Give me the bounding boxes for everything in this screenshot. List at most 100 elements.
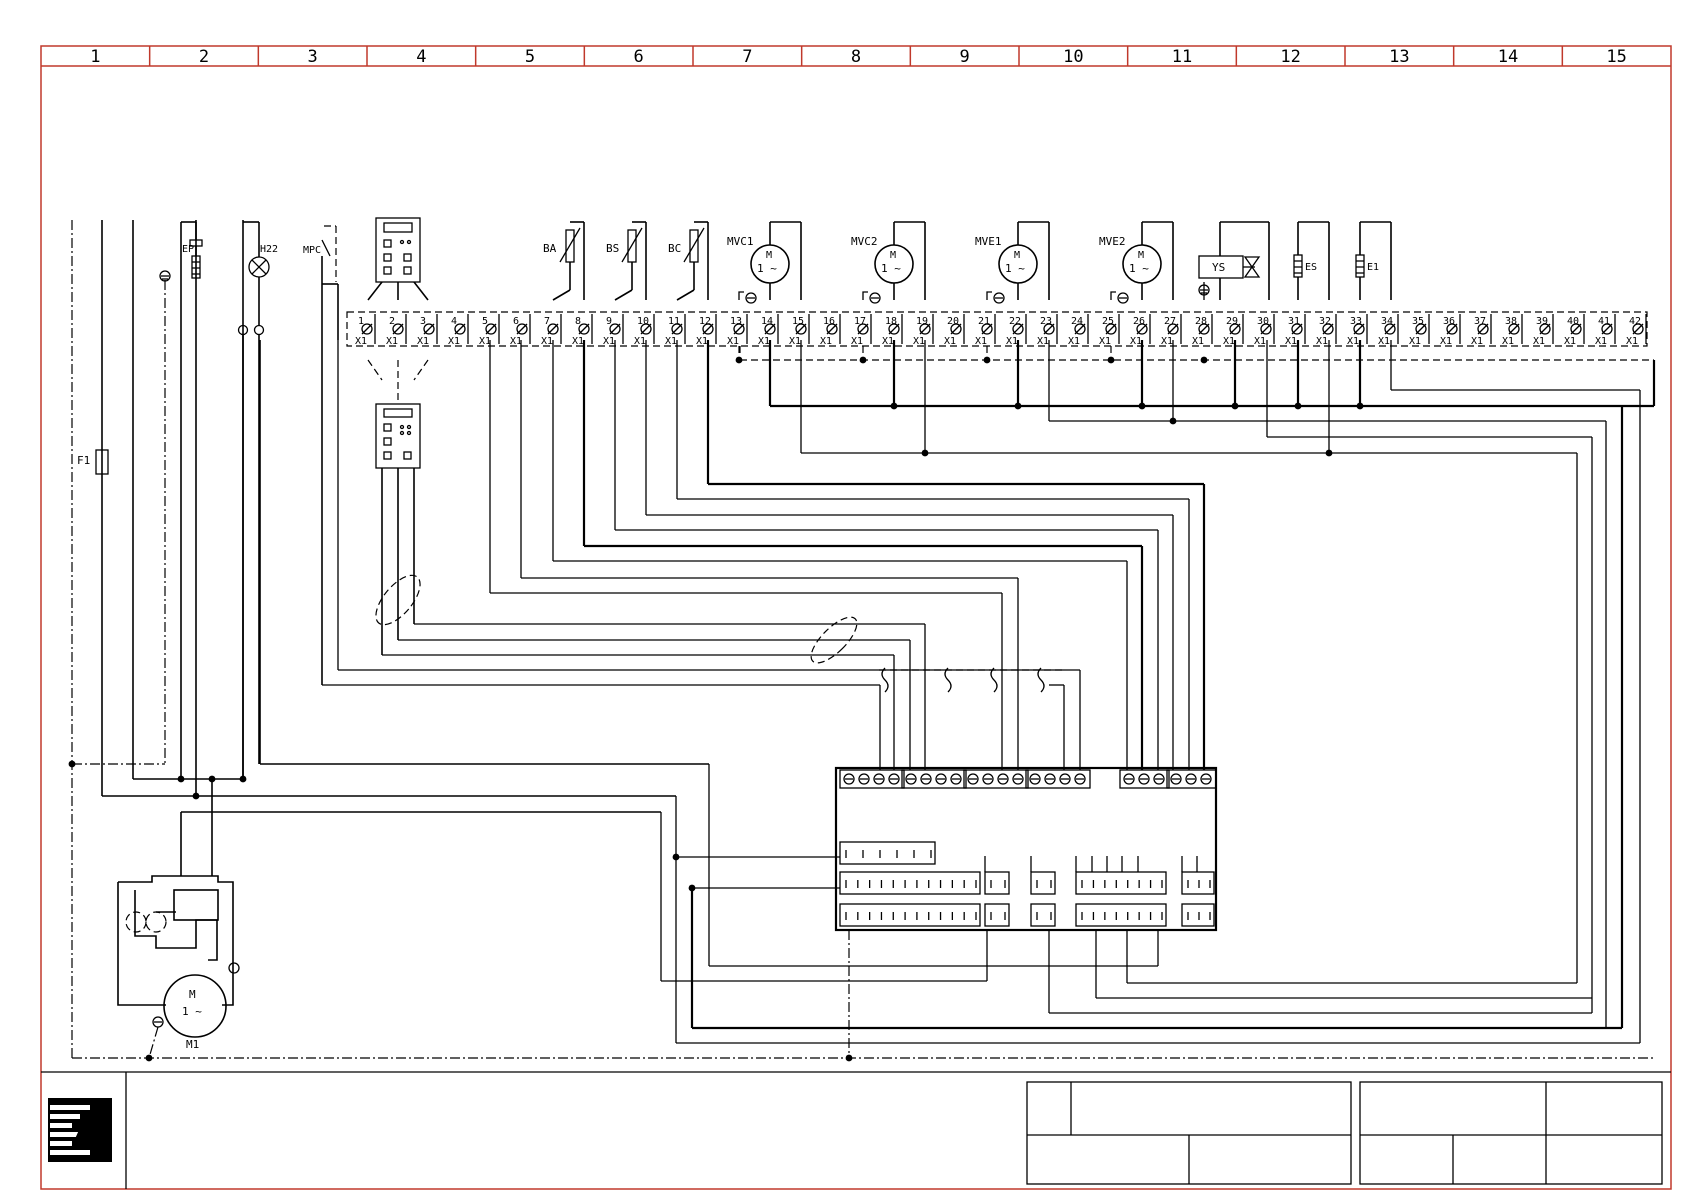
terminal-strip-label: X1 [727,336,739,347]
terminal-number: 26 [1133,316,1145,327]
terminal-number: 42 [1629,316,1641,327]
controller-keypad-bottom [367,359,429,655]
board-connector [984,903,1010,927]
terminal-screw-slot [764,323,776,335]
earth-ground-icon [1117,292,1129,304]
terminal-screw-slot [361,323,373,335]
board-screw-icon [858,773,870,785]
motor-symbol: M [890,250,896,261]
compressor-m1: M 1 ~ M1 [117,875,240,1059]
terminal-number: 27 [1164,316,1176,327]
probe-ba: BA [543,221,585,301]
probe-bs: BS [606,221,647,301]
terminal-screw-slot [578,323,590,335]
terminal-strip-label: X1 [634,336,646,347]
terminal-strip-label: X1 [1378,336,1390,347]
terminal-screw-slot [547,323,559,335]
terminal-screw-slot [454,323,466,335]
terminal-strip-label: X1 [758,336,770,347]
terminal-screw-slot [857,323,869,335]
lamp-h22: H22 [237,221,278,779]
terminal-strip-label: X1 [1533,336,1545,347]
terminal-screw-slot [1477,323,1489,335]
terminal-screw-icon [516,323,528,335]
terminal-screw-icon [547,323,559,335]
zone-number: 7 [742,47,752,67]
board-connector [839,841,936,865]
earth-bracket [986,291,992,300]
earth-ground-icon [745,292,757,304]
drawing-frame [40,45,1672,1190]
terminal-strip-label: X1 [572,336,584,347]
terminal-number: 37 [1474,316,1486,327]
terminal-2: 2X1 [386,314,407,347]
zone-number: 1 [90,47,100,67]
terminal-screw-slot [1508,323,1520,335]
terminal-screw-slot [733,323,745,335]
terminal-screw-slot [671,323,683,335]
terminal-screw-icon [1570,323,1582,335]
terminal-number: 10 [637,316,649,327]
board-screw-icon [1012,773,1024,785]
terminal-screw-icon [1291,323,1303,335]
earth-ground-icon [869,292,881,304]
terminal-number: 23 [1040,316,1052,327]
probe-bc-label: BC [668,242,681,255]
terminal-screw-icon [764,323,776,335]
terminal-strip-outline [346,311,1648,347]
terminal-strip-label: X1 [1595,336,1607,347]
zone-number: 14 [1498,47,1518,67]
terminal-strip-label: X1 [355,336,367,347]
terminal-number: 21 [978,316,990,327]
pressure-switch-mpc: MPC [303,225,339,685]
terminal-screw-icon [950,323,962,335]
probe-bc: BC [668,221,709,301]
terminal-4: 4X1 [448,314,469,347]
terminal-strip-label: X1 [696,336,708,347]
terminal-number: 15 [792,316,804,327]
junction-dot [1107,356,1115,364]
terminal-screw-icon [1229,323,1241,335]
terminal-strip-label: X1 [417,336,429,347]
board-screw-icon [1044,773,1056,785]
terminal-strip-label: X1 [1285,336,1297,347]
terminal-9: 9X1 [603,314,624,347]
terminal-screw-slot [1322,323,1334,335]
terminal-strip-label: X1 [1316,336,1328,347]
earth-bracket [862,291,868,300]
terminal-screw-icon [702,323,714,335]
zone-number: 3 [308,47,318,67]
fan-motor-mvc2: M1 ~MVC2 [851,221,926,364]
terminal-screw-icon [640,323,652,335]
board-screw-icon [982,773,994,785]
terminal-screw-slot [1384,323,1396,335]
board-screw-icon [920,773,932,785]
terminal-screw-slot [1198,323,1210,335]
probe-bs-label: BS [606,242,619,255]
terminal-number: 18 [885,316,897,327]
terminal-screw-slot [1632,323,1644,335]
zone-number: 15 [1606,47,1626,67]
fan-motor-mve1: M1 ~MVE1 [975,221,1050,364]
board-terminal-block [1025,769,1091,789]
terminal-number: 19 [916,316,928,327]
terminal-7: 7X1 [541,314,562,347]
terminal-screw-slot [640,323,652,335]
board-terminal-block [839,769,905,789]
terminal-strip-label: X1 [1502,336,1514,347]
terminal-screw-icon [485,323,497,335]
terminal-6: 6X1 [510,314,531,347]
